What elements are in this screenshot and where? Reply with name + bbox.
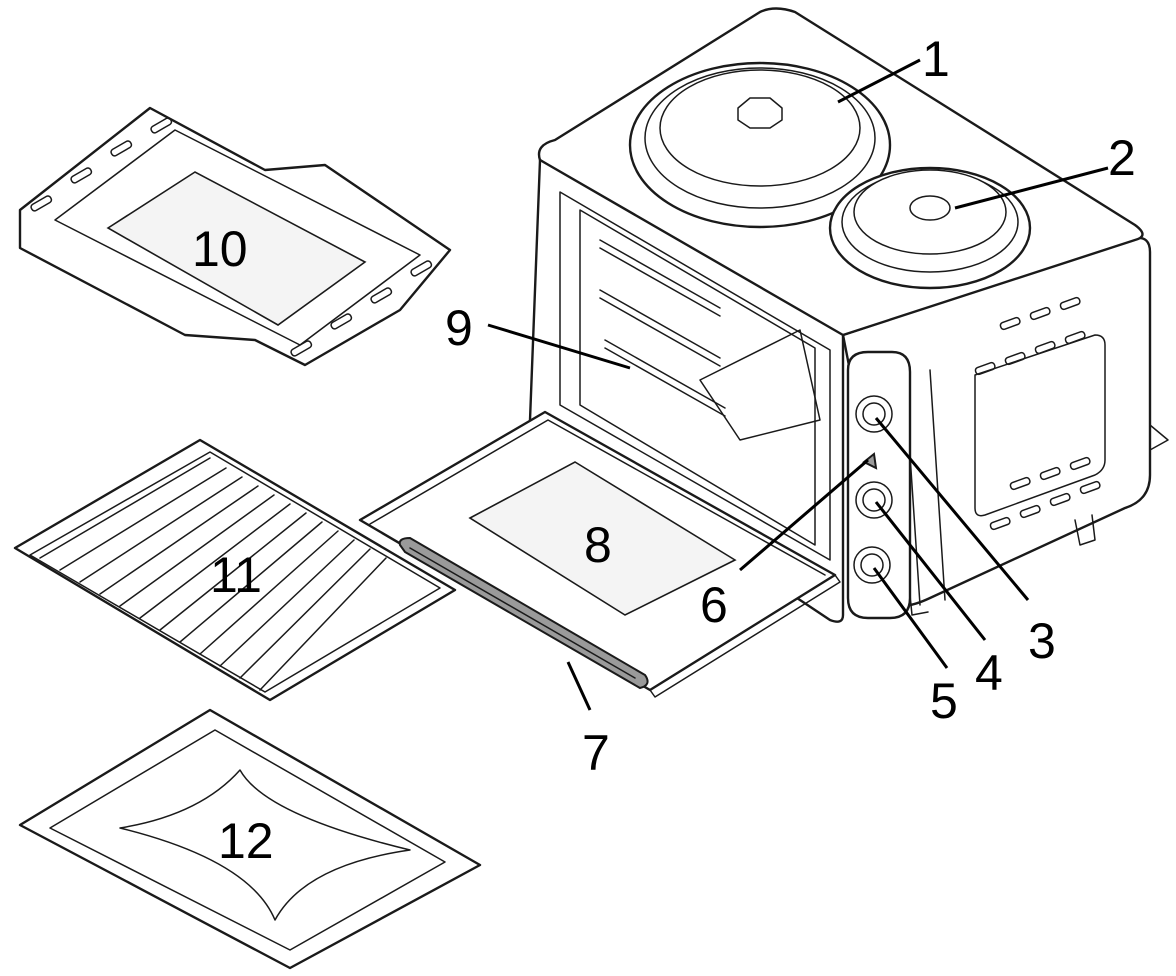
callout-7: 7 (582, 725, 610, 781)
crumb-tray (18, 708, 482, 970)
callout-12: 12 (218, 813, 274, 869)
callout-8: 8 (584, 517, 612, 573)
control-panel (846, 350, 912, 620)
callout-5: 5 (930, 673, 958, 729)
oven-door (358, 410, 841, 698)
callout-labels: 1 2 3 4 5 6 7 8 9 10 11 12 (192, 31, 1136, 869)
callout-9: 9 (445, 300, 473, 356)
callout-6: 6 (700, 577, 728, 633)
callout-11: 11 (210, 547, 262, 603)
baking-tray (18, 106, 452, 367)
callout-3: 3 (1028, 613, 1056, 669)
callout-1: 1 (922, 31, 950, 87)
callout-4: 4 (975, 645, 1003, 701)
wire-rack (13, 438, 457, 702)
leader-lines (487, 58, 1109, 711)
hot-plate-small (828, 166, 1032, 290)
hot-plate-large (628, 61, 892, 229)
callout-10: 10 (192, 221, 248, 277)
door-handle (398, 536, 649, 690)
callout-2: 2 (1108, 130, 1136, 186)
